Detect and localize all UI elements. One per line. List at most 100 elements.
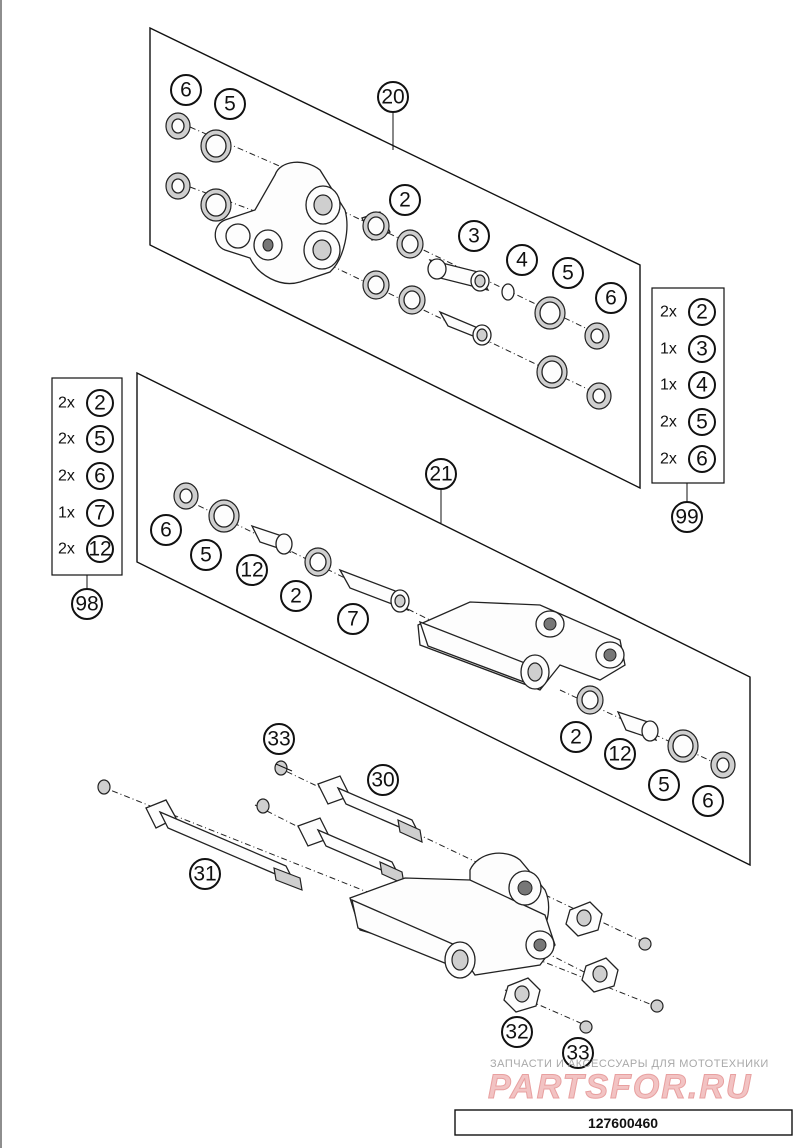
sleeve-12-f21 — [250, 524, 293, 555]
washer-6-right-a — [584, 322, 610, 350]
screw-33-left — [97, 779, 111, 795]
kit98-row-1: 2x 2 — [58, 389, 114, 417]
assembled-linkage — [349, 852, 556, 979]
callout-5-top[interactable]: 5 — [214, 88, 246, 120]
screw-33-right-a — [638, 937, 652, 951]
seal-5-right-a — [534, 296, 566, 330]
reference-number: 127600460 — [588, 1115, 658, 1131]
kit-98-table: 2x 2 2x 5 2x 6 1x 7 2x 12 98 — [51, 377, 123, 620]
callout-12-f21-right[interactable]: 12 — [604, 738, 636, 770]
callout-3-top[interactable]: 3 — [458, 220, 490, 252]
bolt-30-lower — [297, 817, 405, 886]
seal-5-top — [200, 129, 232, 163]
washer-6-f21 — [173, 482, 199, 510]
svg-text:2x: 2x — [58, 541, 75, 558]
svg-text:5: 5 — [94, 428, 106, 451]
svg-text:1x: 1x — [58, 505, 75, 522]
kit99-row-3: 1x 4 — [660, 371, 716, 399]
screw-33-right-b — [650, 999, 664, 1013]
seal-5-right-b — [536, 355, 568, 389]
svg-text:2: 2 — [570, 726, 582, 749]
callout-21[interactable]: 21 — [425, 458, 457, 490]
bearing-2-f21 — [304, 547, 332, 577]
svg-text:6: 6 — [94, 465, 106, 488]
bolt-31 — [145, 799, 303, 891]
kit-99-table: 2x 2 1x 3 1x 4 2x 5 2x 6 99 — [651, 287, 725, 533]
svg-text:2x: 2x — [58, 431, 75, 448]
watermark-tagline: ЗАПЧАСТИ И АКСЕССУАРЫ ДЛЯ МОТОТЕХНИКИ — [490, 1058, 769, 1070]
callout-2-top[interactable]: 2 — [389, 184, 421, 216]
callout-5-f21[interactable]: 5 — [190, 539, 222, 571]
washer-6-lower — [165, 172, 191, 200]
svg-text:32: 32 — [505, 1021, 528, 1044]
callout-31[interactable]: 31 — [189, 858, 221, 890]
svg-text:5: 5 — [562, 262, 574, 285]
svg-text:6: 6 — [180, 79, 192, 102]
reference-box: 127600460 — [454, 1109, 793, 1136]
callout-2-f21-right[interactable]: 2 — [560, 721, 592, 753]
kit98-row-5: 2x 12 — [58, 535, 114, 563]
sleeve-3-lower — [438, 310, 492, 346]
bolt-30-upper — [317, 775, 423, 844]
svg-text:1x: 1x — [660, 377, 677, 394]
svg-text:6: 6 — [696, 448, 708, 471]
sleeve-7-f21 — [338, 568, 410, 613]
svg-text:12: 12 — [240, 559, 263, 582]
screw-33-top — [274, 760, 293, 776]
nut-32-b — [581, 957, 619, 993]
svg-text:99: 99 — [675, 506, 698, 529]
svg-text:2x: 2x — [660, 304, 677, 321]
callout-20[interactable]: 20 — [377, 81, 409, 113]
svg-text:33: 33 — [267, 728, 290, 751]
callout-6-right[interactable]: 6 — [595, 282, 627, 314]
svg-text:98: 98 — [75, 593, 98, 616]
callout-2-f21[interactable]: 2 — [280, 580, 312, 612]
svg-text:3: 3 — [468, 225, 480, 248]
svg-text:12: 12 — [88, 538, 111, 561]
svg-text:12: 12 — [608, 743, 631, 766]
kit98-row-3: 2x 6 — [58, 462, 114, 490]
svg-text:3: 3 — [696, 338, 708, 361]
callout-6-f21-right[interactable]: 6 — [692, 785, 724, 817]
svg-text:4: 4 — [696, 374, 708, 397]
callout-99[interactable]: 99 — [671, 501, 703, 533]
callout-5-right[interactable]: 5 — [552, 257, 584, 289]
svg-text:2: 2 — [290, 585, 302, 608]
nut-32-a — [565, 901, 603, 937]
callout-30[interactable]: 30 — [367, 764, 399, 796]
bearing-2-row2b — [398, 285, 426, 315]
svg-text:5: 5 — [658, 774, 670, 797]
callout-33-top[interactable]: 33 — [263, 723, 295, 755]
svg-text:6: 6 — [605, 287, 617, 310]
callout-32[interactable]: 32 — [501, 1016, 533, 1048]
frame-21 — [136, 371, 751, 867]
callout-6-f21[interactable]: 6 — [150, 514, 182, 546]
callout-33-bottom[interactable]: 33 — [562, 1037, 594, 1069]
pull-rod — [417, 601, 626, 691]
bearing-2-row1a — [361, 211, 391, 241]
bearing-2-f21-right — [576, 685, 604, 715]
svg-text:30: 30 — [371, 769, 394, 792]
frame-20-group: 20 6 5 2 3 4 5 6 — [149, 26, 641, 490]
screw-33-right-c — [579, 1020, 593, 1034]
screw-33-mid — [256, 798, 270, 814]
seal-5-f21 — [208, 499, 240, 533]
seal-5-lower — [200, 188, 232, 222]
svg-text:2x: 2x — [58, 468, 75, 485]
callout-5-f21-right[interactable]: 5 — [648, 769, 680, 801]
frame-21-group: 21 6 5 12 2 7 2 12 5 6 — [136, 371, 751, 867]
linkage-lever — [214, 161, 348, 284]
svg-text:21: 21 — [429, 463, 452, 486]
callout-6-top[interactable]: 6 — [170, 74, 202, 106]
svg-text:7: 7 — [94, 502, 106, 525]
svg-text:2: 2 — [94, 392, 106, 415]
callout-4-top[interactable]: 4 — [506, 244, 538, 276]
watermark-logo: PARTSFOR.RU — [488, 1068, 752, 1106]
callout-12-f21[interactable]: 12 — [236, 554, 268, 586]
svg-text:7: 7 — [347, 608, 359, 631]
nut-32-c — [503, 977, 541, 1013]
callout-7-f21[interactable]: 7 — [337, 603, 369, 635]
svg-text:6: 6 — [160, 519, 172, 542]
callout-98[interactable]: 98 — [71, 588, 103, 620]
